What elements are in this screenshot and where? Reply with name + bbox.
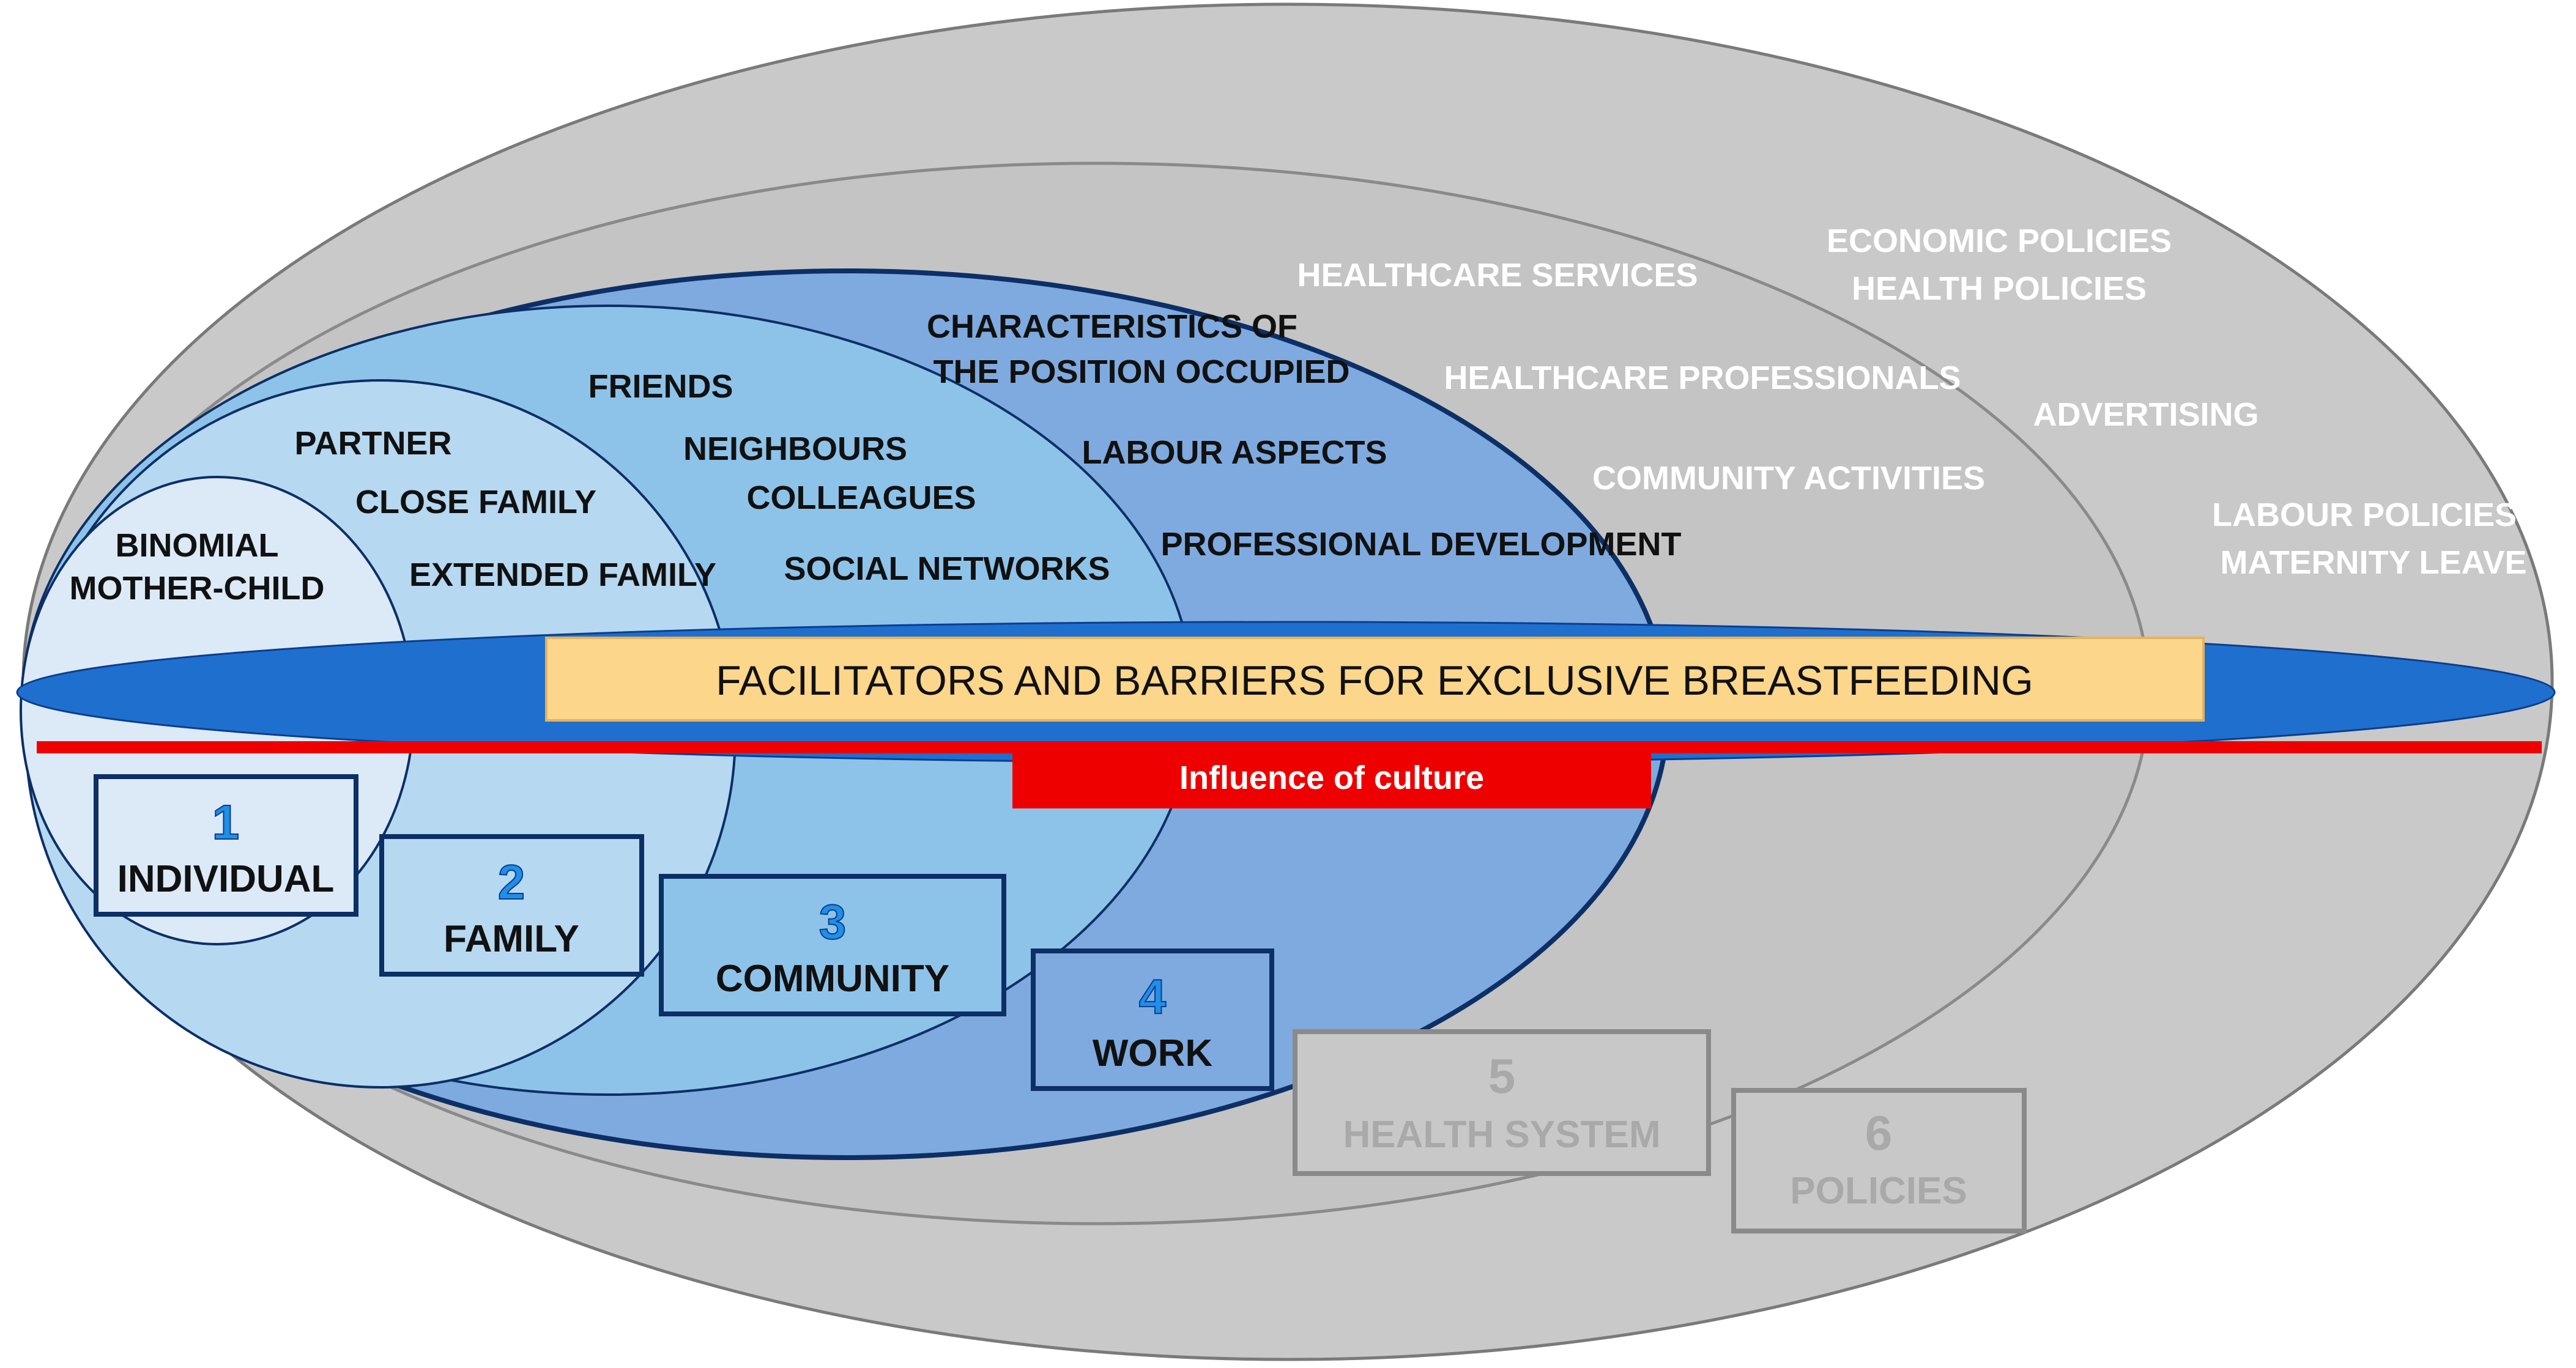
individual-item-1: BINOMIAL [116,527,279,564]
level-name-individual: INDIVIDUAL [117,858,335,900]
work-item-labour: LABOUR ASPECTS [1082,434,1387,471]
policies-item-labour-2: MATERNITY LEAVE [2220,544,2526,581]
level-name-family: FAMILY [444,918,579,960]
work-item-characteristics-2: THE POSITION OCCUPIED [933,353,1349,390]
health-item-services: HEALTHCARE SERVICES [1297,257,1698,294]
title-box [545,637,2205,722]
level-name-work: WORK [1093,1032,1213,1074]
community-item-neighbours: NEIGHBOURS [683,431,907,467]
family-item-close: CLOSE FAMILY [355,484,596,520]
level-box-individual: 1 INDIVIDUAL [94,774,358,917]
level-number-work: 4 [1139,969,1167,1024]
community-item-friends: FRIENDS [588,368,733,405]
policies-item-health: HEALTH POLICIES [1852,270,2147,307]
policies-item-advertising: ADVERTISING [2033,396,2259,433]
family-item-extended: EXTENDED FAMILY [409,556,716,593]
level-number-community: 3 [819,895,847,949]
policies-item-labour-1: LABOUR POLICIES– [2212,497,2535,533]
level-number-individual: 1 [212,795,240,849]
level-box-family: 2 FAMILY [379,834,644,977]
individual-item-2: MOTHER-CHILD [70,570,325,607]
family-item-partner: PARTNER [294,425,451,462]
level-number-family: 2 [498,855,525,909]
culture-line [37,741,2542,753]
work-item-characteristics-1: CHARACTERISTICS OF [927,308,1297,345]
level-name-health-system: HEALTH SYSTEM [1343,1114,1661,1156]
level-box-community: 3 COMMUNITY [659,874,1006,1016]
level-name-community: COMMUNITY [716,958,949,1000]
community-item-colleagues: COLLEAGUES [746,479,976,516]
culture-label: Influence of culture [1179,760,1484,796]
level-number-policies: 6 [1865,1106,1893,1160]
level-box-health-system: 5 HEALTH SYSTEM [1293,1029,1711,1176]
community-item-social: SOCIAL NETWORKS [784,550,1110,587]
title-text: FACILITATORS AND BARRIERS FOR EXCLUSIVE … [716,657,2033,704]
culture-box [1012,749,1651,808]
level-name-policies: POLICIES [1790,1170,1967,1212]
health-item-community: COMMUNITY ACTIVITIES [1592,460,1985,497]
level-number-health-system: 5 [1488,1049,1516,1103]
level-box-policies: 6 POLICIES [1731,1088,2027,1233]
policies-item-economic: ECONOMIC POLICIES [1827,223,2172,259]
health-item-professionals: HEALTHCARE PROFESSIONALS [1444,360,1961,396]
level-box-work: 4 WORK [1031,948,1274,1091]
work-item-professional: PROFESSIONAL DEVELOPMENT [1160,526,1681,563]
